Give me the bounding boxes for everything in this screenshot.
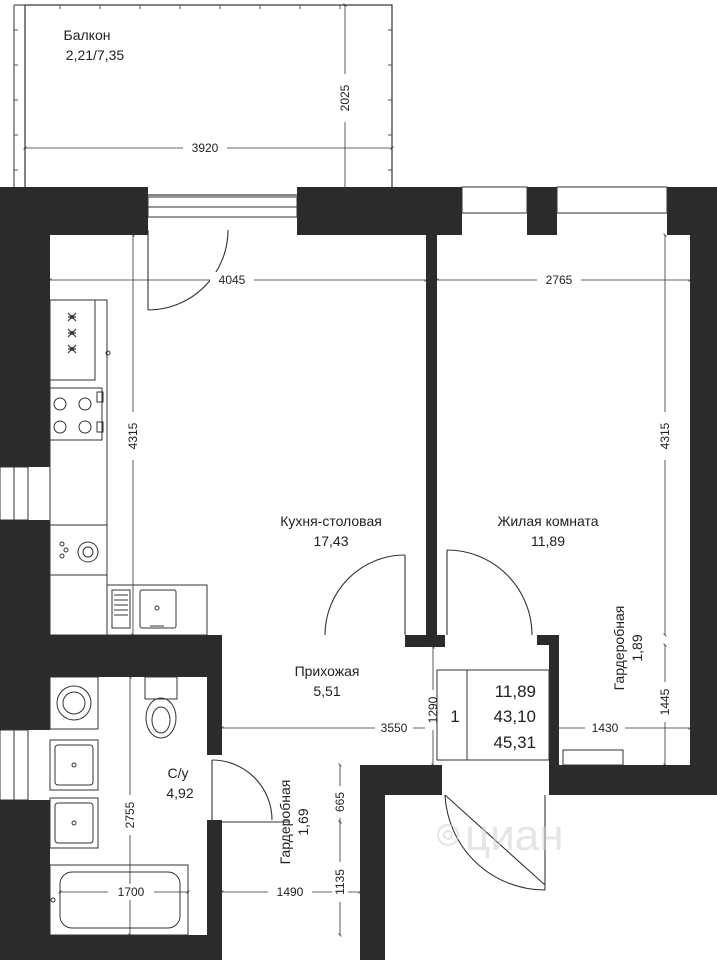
doors bbox=[147, 229, 546, 891]
corridor-depth-label: 665 bbox=[333, 792, 347, 812]
wardrobe-right-name: Гардеробная bbox=[611, 606, 627, 691]
wardrobe-left-width-label: 1490 bbox=[277, 885, 304, 899]
living-name: Жилая комната bbox=[497, 513, 598, 529]
wardrobe-right-width-label: 1430 bbox=[592, 721, 619, 735]
living-area: 11,89 bbox=[531, 533, 565, 549]
legend-living-area: 11,89 bbox=[495, 682, 536, 701]
walls bbox=[0, 187, 717, 960]
bathroom-area: 4,92 bbox=[166, 785, 193, 801]
balcony-depth-label: 2025 bbox=[338, 84, 352, 111]
wardrobe-left-depth-label: 1135 bbox=[333, 869, 347, 895]
bathroom-depth-label: 2755 bbox=[123, 801, 137, 828]
kitchen-area: 17,43 bbox=[313, 533, 348, 549]
living-width-label: 2765 bbox=[546, 273, 573, 287]
watermark: циан bbox=[437, 811, 564, 860]
room-labels: Балкон 2,21/7,35 Кухня-столовая 17,43 Жи… bbox=[64, 27, 645, 864]
balcony-width-label: 3920 bbox=[192, 141, 219, 155]
kitchen-name: Кухня-столовая bbox=[280, 513, 382, 529]
wardrobe-right-area: 1,89 bbox=[629, 634, 645, 661]
kitchen-depth-label: 4315 bbox=[126, 422, 140, 449]
wardrobe-left-name: Гардеробная bbox=[277, 780, 293, 865]
dimension-labels: 3920 2025 4045 4315 2765 4315 3550 1290 … bbox=[118, 84, 672, 899]
wardrobe-shelf bbox=[562, 749, 624, 766]
balcony-area: 2,21/7,35 bbox=[66, 47, 125, 63]
legend-total-area-1: 43,10 bbox=[493, 707, 536, 726]
hob-icon bbox=[67, 312, 77, 354]
hallway-name: Прихожая bbox=[295, 663, 360, 679]
bathroom-name: С/у bbox=[168, 765, 189, 781]
hall-width-label: 3550 bbox=[381, 721, 408, 735]
hallway-area: 5,51 bbox=[313, 683, 340, 699]
balcony bbox=[13, 4, 393, 196]
bath-length-label: 1700 bbox=[118, 885, 145, 899]
kitchen-furniture bbox=[49, 299, 208, 636]
watermark-text: циан bbox=[465, 811, 564, 860]
windows bbox=[0, 186, 668, 801]
area-legend: 1 11,89 43,10 45,31 bbox=[436, 669, 550, 761]
cian-logo-icon bbox=[437, 824, 459, 846]
legend-total-area-2: 45,31 bbox=[493, 733, 536, 752]
bathroom-fixtures bbox=[49, 676, 189, 936]
wardrobe-right-depth-label: 1445 bbox=[658, 688, 672, 715]
kitchen-width-label: 4045 bbox=[219, 273, 246, 287]
balcony-name: Балкон bbox=[64, 27, 111, 43]
legend-rooms-count: 1 bbox=[450, 707, 459, 726]
wardrobe-left-area: 1,69 bbox=[295, 808, 311, 835]
living-depth-label: 4315 bbox=[658, 422, 672, 449]
